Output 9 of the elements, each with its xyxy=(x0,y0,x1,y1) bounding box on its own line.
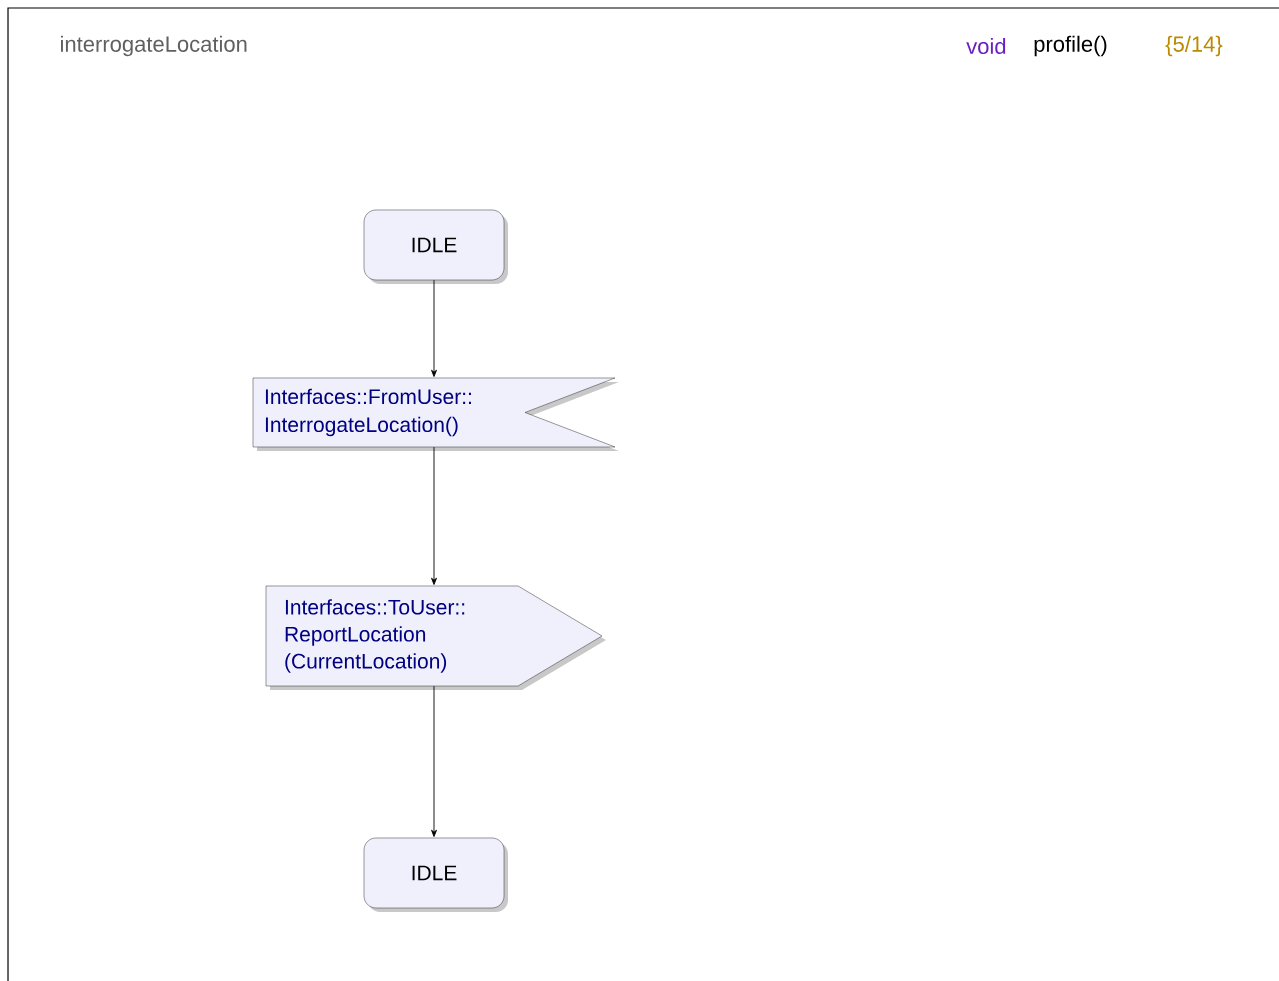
header-label: profile() xyxy=(1034,35,1107,57)
header-label: {5/14} xyxy=(1165,35,1223,57)
header-label: void xyxy=(966,37,1006,55)
state-box: IDLE xyxy=(363,837,508,912)
diagram-title: interrogateLocation xyxy=(61,35,247,57)
arrow xyxy=(431,446,437,585)
arrow xyxy=(431,279,437,377)
state-box: IDLE xyxy=(363,209,508,284)
arrow xyxy=(431,685,437,837)
